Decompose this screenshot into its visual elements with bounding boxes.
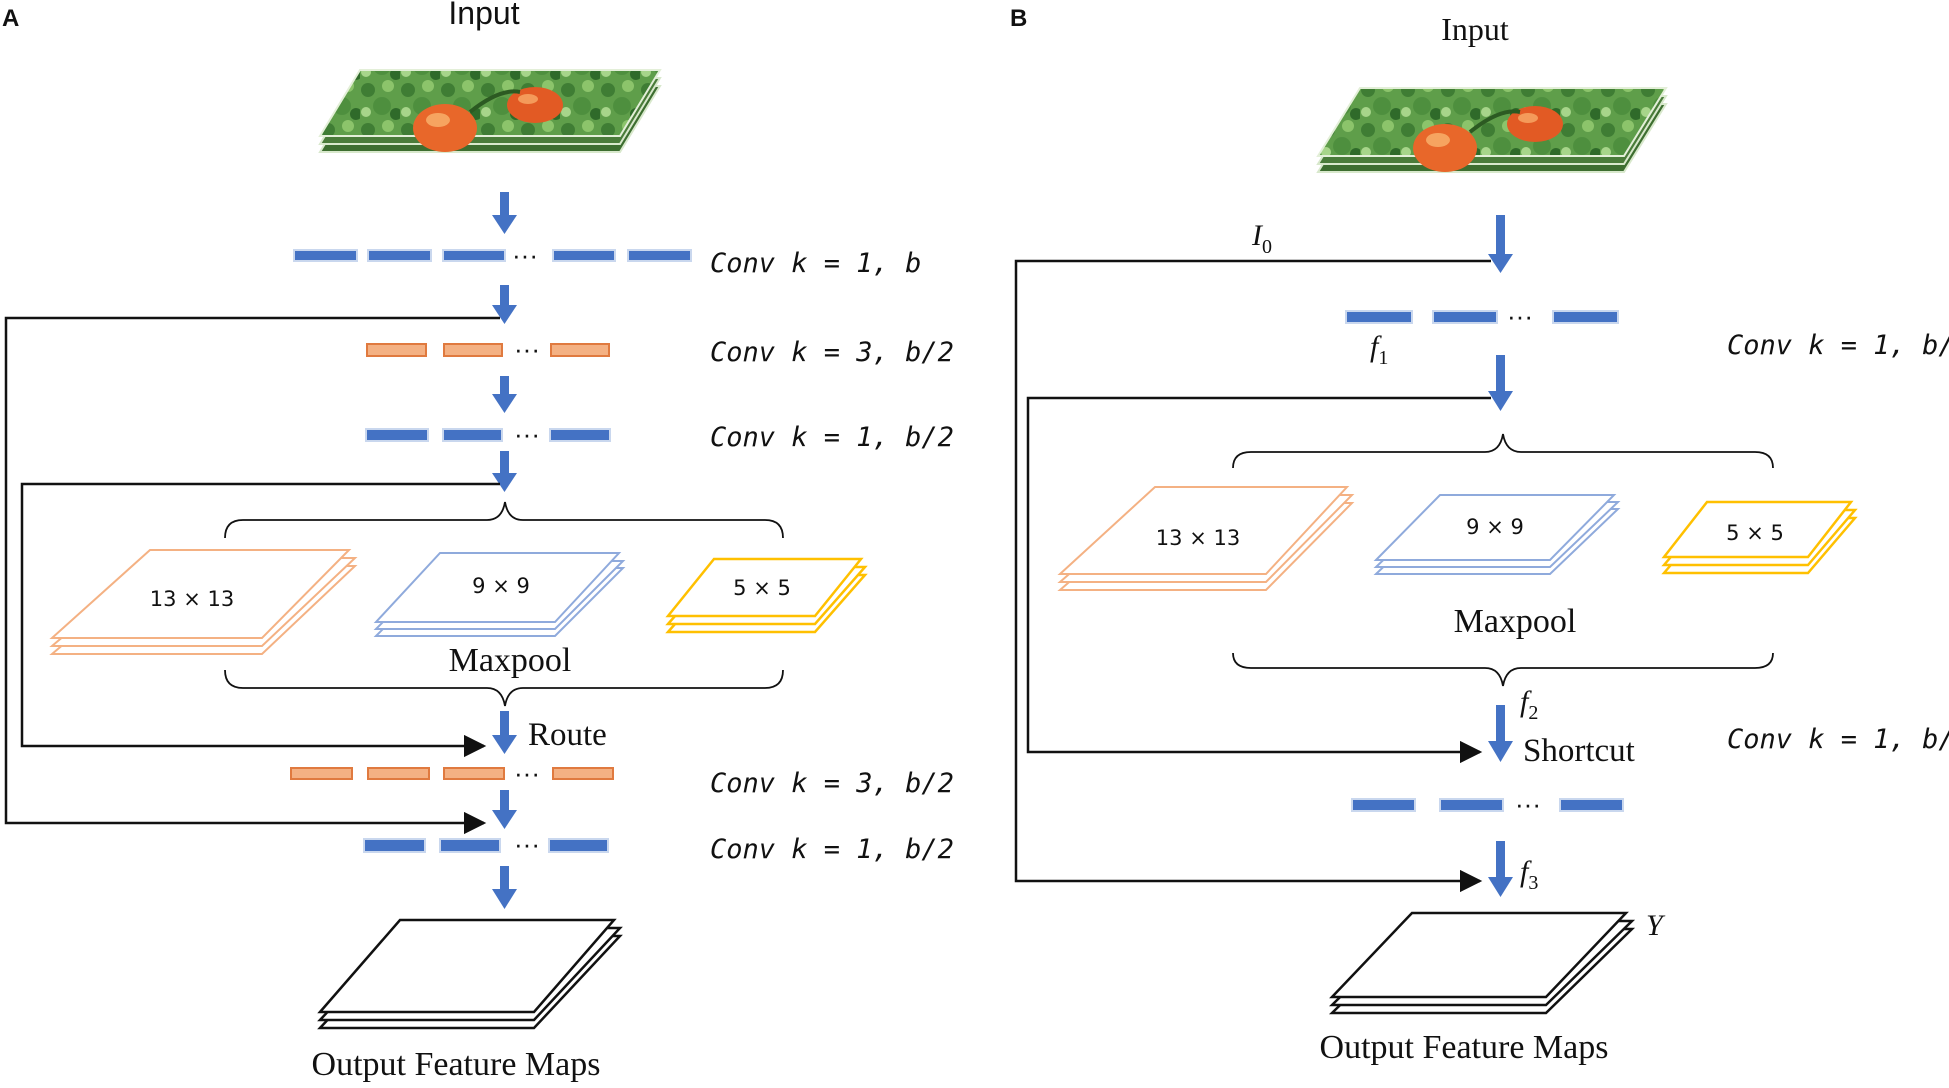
panel-b-i0-label: I0 [1251,219,1272,258]
panel-a-pool-9: 9 × 9 [373,552,626,637]
panel-a-arrow-1 [492,192,517,234]
panel-b-arrow-1 [1488,215,1513,273]
panel-b-pool-13: 13 × 13 [1057,486,1355,591]
panel-b-output-label: Output Feature Maps [1320,1029,1609,1066]
tomato-icon [413,104,477,152]
panel-b-f1-label: f1 [1370,330,1388,369]
panel-a-label: A [2,5,19,32]
panel-a-arrow-4 [492,451,517,492]
panel-b-brace-bottom [1232,652,1774,687]
panel-b-skip-i0 [1014,259,1491,893]
panel-a: A Input ··· Conv k = 1, b [2,0,954,1083]
panel-a-arrow-5 [492,711,517,754]
panel-b-conv-1: ··· [1345,301,1619,331]
panel-a-pool-13-label: 13 × 13 [150,587,234,611]
panel-a-maxpool-label: Maxpool [449,642,572,679]
panel-b-conv-2: ··· [1351,789,1624,819]
panel-b-skip-f1 [1026,396,1491,764]
panel-a-arrow-7 [492,866,517,909]
panel-a-route-label: Route [528,717,607,753]
panel-b-y-label: Y [1646,909,1666,942]
panel-b: B Input I0 ··· f1 Conv k = 1, b/2 [1010,5,1949,1066]
panel-a-skip-route [20,482,500,758]
panel-a-pool-9-label: 9 × 9 [472,574,530,598]
panel-b-dots-1: ··· [1507,301,1533,331]
panel-b-dots-2: ··· [1515,789,1541,819]
panel-a-dots-1: ··· [512,240,538,270]
panel-b-arrow-3 [1488,705,1513,762]
panel-a-conv-1: ··· [293,240,692,270]
panel-b-shortcut-label: Shortcut [1523,733,1635,769]
panel-b-conv-label-1: Conv k = 1, b/2 [1727,330,1949,361]
panel-b-input-label: Input [1441,11,1509,47]
panel-b-brace-top [1232,433,1774,469]
panel-b-f3-label: f3 [1520,855,1538,894]
panel-a-brace-bottom [224,669,784,707]
panel-b-conv-label-2: Conv k = 1, b/2 [1727,724,1949,755]
panel-a-input-label: Input [448,0,519,31]
panel-a-pool-13: 13 × 13 [49,549,358,655]
panel-a-arrow-6 [492,790,517,829]
panel-a-conv-label-3: Conv k = 1, b/2 [710,422,954,453]
panel-b-pool-5-label: 5 × 5 [1726,521,1784,545]
panel-b-f2-label: f2 [1520,685,1538,724]
panel-a-conv-label-5: Conv k = 1, b/2 [710,834,954,865]
panel-a-dots-3: ··· [514,419,540,449]
panel-a-conv-3: ··· [365,419,611,449]
panel-a-conv-2: ··· [366,334,610,364]
panel-b-arrow-4 [1488,841,1513,897]
panel-a-arrow-3 [492,376,517,413]
panel-a-dots-5: ··· [514,829,540,859]
panel-a-output-stack [317,918,623,1030]
panel-b-pool-9-label: 9 × 9 [1466,515,1524,539]
panel-b-output-stack [1328,911,1636,1015]
panel-a-pool-5-label: 5 × 5 [733,576,791,600]
panel-a-conv-5: ··· [363,829,609,859]
panel-a-dots-4: ··· [514,758,540,788]
panel-a-conv-label-2: Conv k = 3, b/2 [710,337,954,368]
panel-a-conv-4: ··· [290,758,614,788]
panel-b-maxpool-label: Maxpool [1454,603,1577,640]
panel-a-brace-top [224,501,784,539]
panel-a-conv-label-1: Conv k = 1, b [710,248,921,279]
panel-a-pool-5: 5 × 5 [665,557,868,634]
panel-a-input-image [318,69,662,153]
panel-b-input-image [1316,87,1668,173]
panel-b-pool-9: 9 × 9 [1373,494,1621,575]
panel-b-arrow-2 [1488,355,1513,411]
panel-a-skip-long [4,316,500,835]
panel-b-pool-5: 5 × 5 [1661,500,1858,575]
panel-a-output-label: Output Feature Maps [312,1046,601,1083]
panel-a-arrow-2 [492,285,517,324]
panel-b-pool-13-label: 13 × 13 [1156,526,1240,550]
panel-a-dots-2: ··· [514,334,540,364]
panel-b-label: B [1010,5,1027,32]
tomato-icon [1413,124,1477,172]
panel-a-conv-label-4: Conv k = 3, b/2 [710,768,954,799]
